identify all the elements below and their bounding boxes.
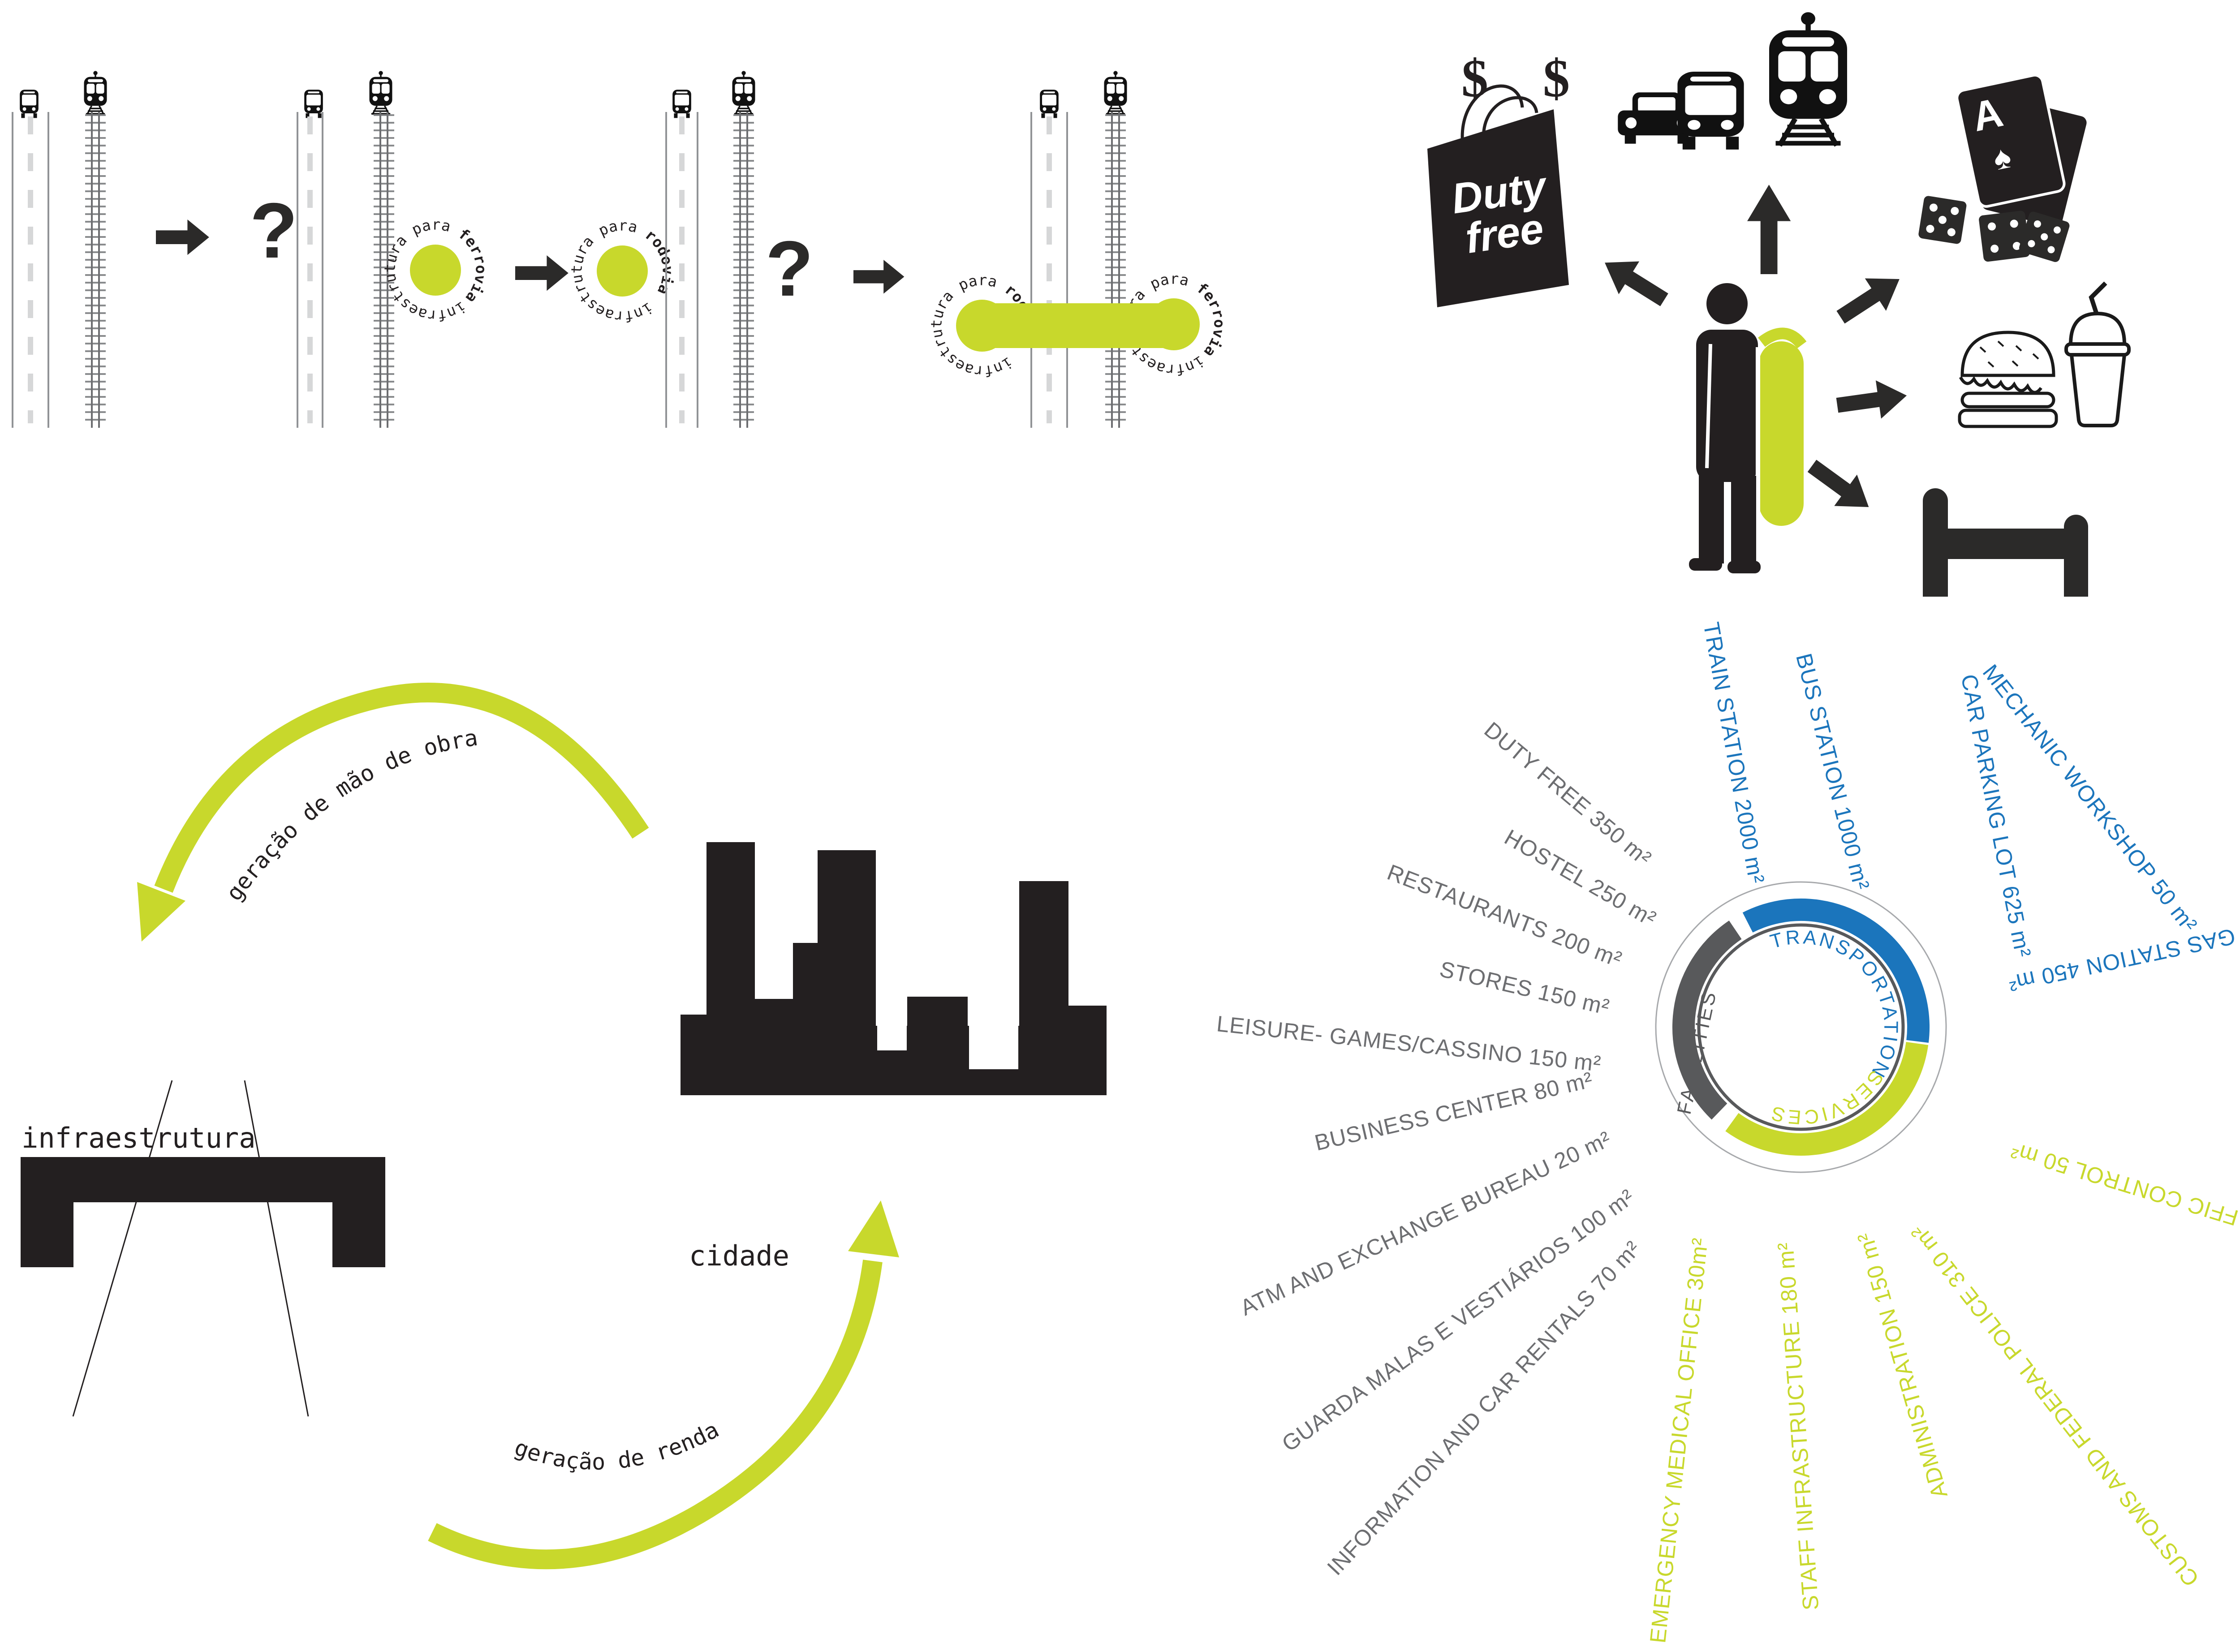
city-label: cidade xyxy=(689,1239,789,1272)
duty-free-bag-icon: Duty free xyxy=(1427,84,1569,307)
inner-circle xyxy=(1697,923,1905,1131)
train-icon xyxy=(1769,12,1847,146)
traveler-diagram: $ $ Duty free A ♠ xyxy=(1427,12,2131,597)
arrow-icon xyxy=(853,260,905,294)
burger-icon xyxy=(1958,331,2058,428)
cycle-diagram: geração de mão de obra geração de renda … xyxy=(21,683,1107,1570)
radial-label: LEISURE- GAMES/CASSINO 150 m² xyxy=(1215,1011,1602,1076)
radial-label: CUSTOMS AND FEDERAL POLICE 310 m² xyxy=(1906,1220,2204,1591)
arrow-icon xyxy=(1801,450,1880,523)
infrastructure-label: infraestrutura xyxy=(22,1122,256,1154)
arrow-icon xyxy=(1747,185,1791,274)
panel-connected-hub: infraestrutura para rodovia infraestrutu… xyxy=(927,71,1228,428)
radial-label: TRAFFIC CONTROL 50 m² xyxy=(2008,1137,2240,1244)
bus-icon xyxy=(1040,90,1059,118)
hub-connector-bar xyxy=(982,303,1174,348)
radial-label: BUS STATION 1000 m² xyxy=(1791,651,1874,893)
bus-icon xyxy=(672,90,691,118)
backpack-icon xyxy=(1759,341,1804,526)
traveler-person xyxy=(1689,283,1807,573)
playing-cards-icon: A ♠ xyxy=(1956,73,2089,230)
sequence-diagram: ? infraestrutura para ferrovia infraestr… xyxy=(12,71,1228,428)
question-mark: ? xyxy=(250,187,298,275)
radial-label: GAS STATION 450 m² xyxy=(2006,924,2238,996)
rail-node-circle xyxy=(410,245,461,296)
facilities-arc xyxy=(1672,921,1742,1120)
labor-arrow xyxy=(137,683,649,942)
income-arrow xyxy=(428,1200,899,1570)
radial-label: STORES 150 m² xyxy=(1437,956,1612,1020)
city-skyline xyxy=(681,842,1107,1095)
bus-icon xyxy=(304,90,323,118)
arrow-icon xyxy=(1594,246,1675,316)
radial-program-diagram: TRANSPORTATION SERVICES FACILITIES TRAIN… xyxy=(1215,620,2240,1644)
radial-label: STAFF INFRASTRUCTURE 180 m² xyxy=(1773,1241,1823,1611)
income-label: geração de renda xyxy=(511,1416,723,1475)
arrow-icon xyxy=(156,219,209,255)
dice-icon xyxy=(1918,196,2070,262)
panel-existing-infrastructure xyxy=(12,71,108,428)
radial-label: EMERGENCY MEDICAL OFFICE 30m² xyxy=(1645,1236,1713,1644)
radial-label: BUSINESS CENTER 80 m² xyxy=(1312,1067,1595,1155)
outer-circle xyxy=(1655,881,1947,1173)
panel-road-infrastructure: infraestrutura para rodovia xyxy=(568,71,756,428)
radial-label: GUARDA MALAS E VESTIÁRIOS 100 m² xyxy=(1277,1184,1639,1457)
radial-label: TRAIN STATION 2000 m² xyxy=(1698,620,1769,886)
arrowhead-icon xyxy=(137,882,185,942)
arrow-icon xyxy=(1835,376,1910,425)
question-mark: ? xyxy=(766,225,814,313)
bed-icon xyxy=(1923,488,2088,597)
train-icon xyxy=(731,71,756,116)
duty-free-line2: free xyxy=(1463,205,1546,262)
bus-icon xyxy=(20,90,39,118)
transportation-arc xyxy=(1742,898,1930,1043)
road-node-circle xyxy=(597,245,648,297)
services-arc xyxy=(1725,1041,1929,1156)
panel-rail-infrastructure: infraestrutura para ferrovia xyxy=(297,71,490,428)
hub-rail-circle xyxy=(1148,298,1200,350)
train-icon xyxy=(1103,71,1128,116)
infrastructure-bridge xyxy=(21,1080,385,1417)
bus-icon xyxy=(1677,72,1744,150)
arrowhead-icon xyxy=(848,1200,899,1257)
arrow-icon xyxy=(1830,262,1910,334)
drink-icon xyxy=(2064,281,2131,427)
train-icon xyxy=(368,71,393,116)
radial-label: ATM AND EXCHANGE BUREAU 20 m² xyxy=(1236,1126,1615,1321)
arrow-icon xyxy=(515,255,569,291)
hub-road-circle xyxy=(956,300,1008,352)
train-icon xyxy=(83,71,108,116)
